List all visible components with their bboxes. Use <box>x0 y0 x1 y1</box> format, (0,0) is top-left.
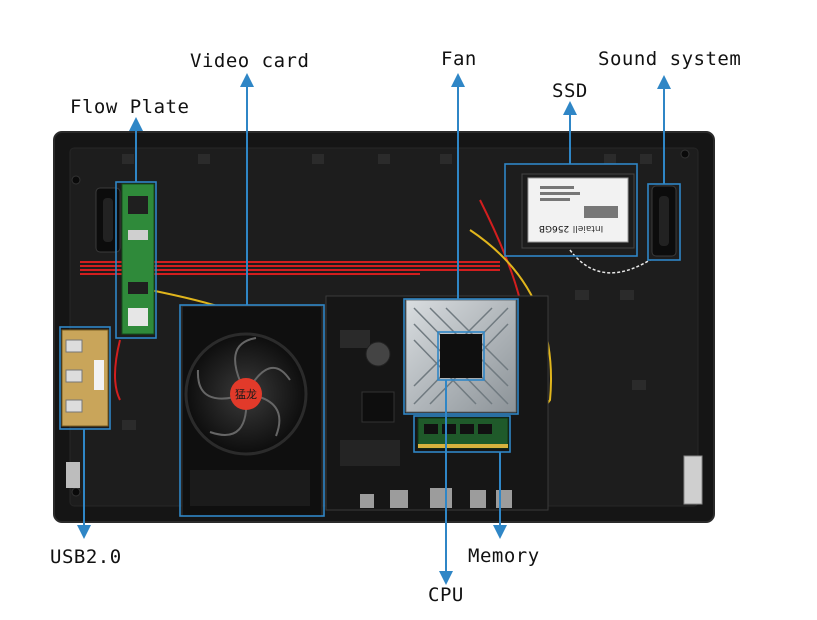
fan-label: Fan <box>441 48 477 70</box>
left-speaker <box>95 187 121 253</box>
video-card-box <box>179 304 325 517</box>
gpu-sticker-text: 猛龙 <box>235 388 257 401</box>
ssd-drive: Intaiell 256GB <box>521 173 635 249</box>
cpu-label: CPU <box>428 584 464 606</box>
ssd-brand-text: Intaiell <box>573 223 603 233</box>
right-speaker <box>651 185 677 257</box>
fan-box <box>403 298 519 415</box>
ssd-label: SSD <box>552 80 588 102</box>
memory-label: Memory <box>468 545 540 567</box>
usb-board <box>61 329 109 427</box>
ssd-capacity-text: 256GB <box>539 223 569 233</box>
video-card-label: Video card <box>190 50 310 72</box>
video-card: 猛龙 <box>181 305 323 517</box>
memory-module <box>417 417 509 449</box>
usb-label: USB2.0 <box>50 546 122 568</box>
sound-system-label: Sound system <box>598 48 742 70</box>
flow-plate-label: Flow Plate <box>70 96 190 118</box>
cpu-box <box>437 331 485 381</box>
memory-box <box>413 415 511 453</box>
callout-arrows <box>77 73 671 585</box>
flow-plate-board <box>121 183 155 335</box>
cpu-heatsink <box>405 299 517 413</box>
ssd-cable <box>569 249 651 274</box>
